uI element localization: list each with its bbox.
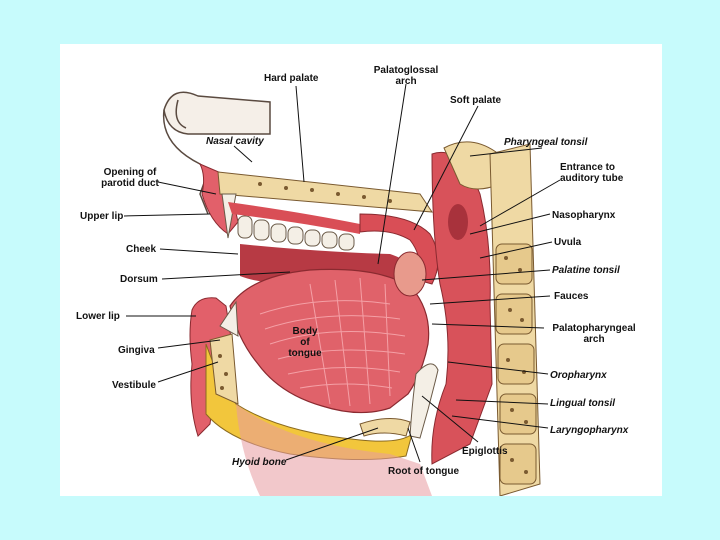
label-palatopharyngeal-arch-line1: Palatopharyngeal xyxy=(552,323,636,334)
hyoid-structure xyxy=(359,418,411,437)
nostril-shape xyxy=(175,99,187,129)
tongue-muscle-fibers xyxy=(259,277,406,407)
label-nasopharynx: Nasopharynx xyxy=(552,210,616,221)
figure-panel: Hard palate Palatoglossal arch Soft pala… xyxy=(60,44,662,496)
label-opening-of-parotid-duct-line1: Opening of xyxy=(103,167,157,178)
label-cheek: Cheek xyxy=(126,244,157,255)
label-pharyngeal-tonsil: Pharyngeal tonsil xyxy=(504,137,588,148)
label-entrance-to-auditory-tube-line1: Entrance to xyxy=(560,162,616,173)
palatine-tonsil-tissue xyxy=(393,251,427,297)
label-uvula: Uvula xyxy=(554,237,582,248)
upper-teeth xyxy=(221,193,355,251)
label-opening-of-parotid-duct-line2: parotid duct xyxy=(101,178,159,189)
label-body-of-tongue-line1: Body xyxy=(292,326,318,337)
label-root-of-tongue: Root of tongue xyxy=(388,466,460,477)
label-dorsum: Dorsum xyxy=(120,274,158,285)
lower-incisor xyxy=(219,300,239,337)
label-oropharynx: Oropharynx xyxy=(550,370,607,381)
pharynx-wall xyxy=(431,152,493,465)
hard-palate-bone xyxy=(217,171,433,213)
label-body-of-tongue-line2: of xyxy=(300,337,310,348)
label-laryngopharynx: Laryngopharynx xyxy=(550,425,629,436)
epiglottis-tissue xyxy=(409,363,439,439)
label-palatoglossal-arch-line2: arch xyxy=(395,76,417,87)
label-nasal-cavity: Nasal cavity xyxy=(206,136,264,147)
label-soft-palate: Soft palate xyxy=(450,95,502,106)
label-lingual-tonsil: Lingual tonsil xyxy=(550,398,615,409)
label-vestibule: Vestibule xyxy=(112,380,156,391)
label-entrance-to-auditory-tube: Entrance to auditory tube xyxy=(560,162,623,184)
leader-lines xyxy=(123,83,561,463)
label-body-of-tongue-line3: tongue xyxy=(288,348,322,359)
mandible-bone xyxy=(209,333,239,405)
label-palatoglossal-arch-line1: Palatoglossal xyxy=(373,65,439,76)
sagittal-section-illustration xyxy=(123,83,561,496)
label-entrance-to-auditory-tube-line2: auditory tube xyxy=(560,173,624,184)
label-palatopharyngeal-arch-line2: arch xyxy=(583,334,605,345)
label-body-of-tongue: Body of tongue xyxy=(282,326,328,359)
label-gingiva: Gingiva xyxy=(118,345,155,356)
label-palatoglossal-arch: Palatoglossal arch xyxy=(368,65,444,87)
label-fauces: Fauces xyxy=(554,291,589,302)
label-hard-palate: Hard palate xyxy=(264,73,319,84)
nose-outline xyxy=(163,91,271,135)
label-hyoid-bone: Hyoid bone xyxy=(232,457,287,468)
auditory-tube-opening xyxy=(448,204,468,240)
label-epiglottis: Epiglottis xyxy=(462,446,508,457)
label-lower-lip: Lower lip xyxy=(76,311,120,322)
label-palatopharyngeal-arch: Palatopharyngeal arch xyxy=(546,323,642,345)
label-palatine-tonsil: Palatine tonsil xyxy=(552,265,620,276)
label-upper-lip: Upper lip xyxy=(80,211,124,222)
upper-gum xyxy=(228,202,360,234)
tongue xyxy=(229,268,430,414)
label-opening-of-parotid-duct: Opening of parotid duct xyxy=(96,167,164,189)
neck-base xyxy=(236,404,432,496)
